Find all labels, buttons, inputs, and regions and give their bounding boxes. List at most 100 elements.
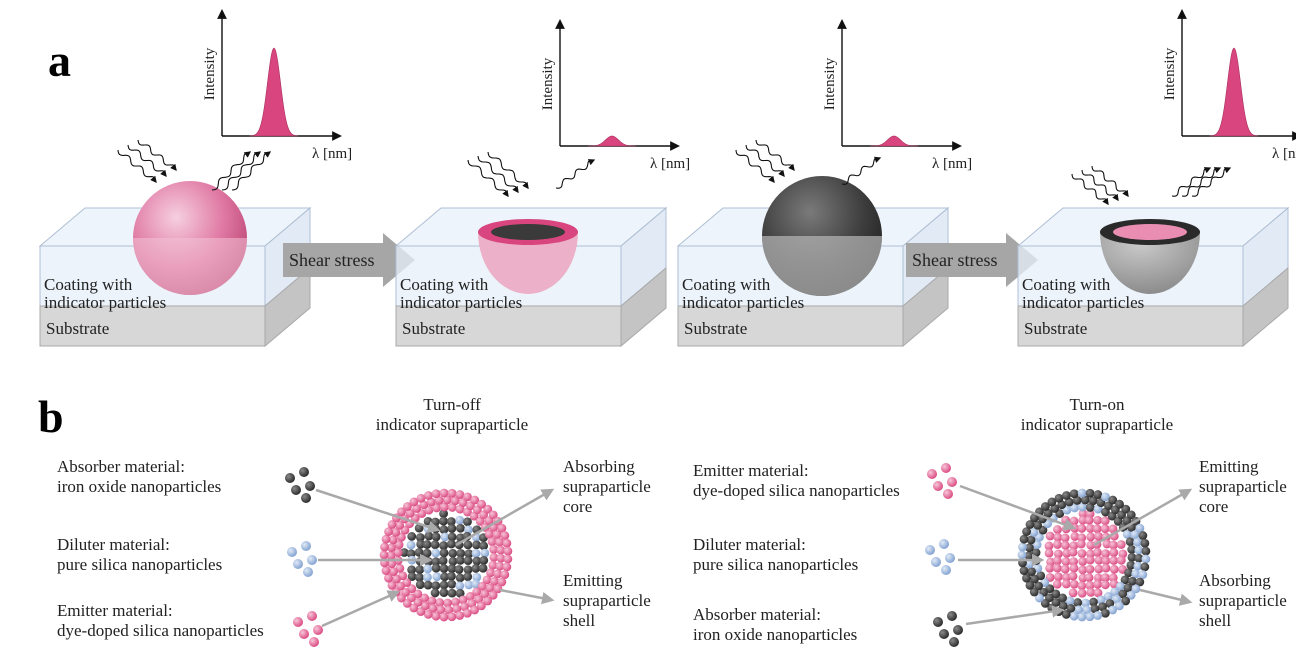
right-absorber-cluster (933, 611, 963, 647)
shell-bead (1089, 597, 1098, 607)
left-diluter-cluster-bead-1 (287, 547, 297, 557)
core-bead (439, 564, 449, 573)
shell-bead (439, 612, 449, 622)
right-core-arrow (1093, 488, 1193, 547)
shell-bead (384, 573, 393, 583)
x-axis-label: λ [nm] (312, 146, 352, 162)
shell-bead (1029, 513, 1039, 523)
core-bead (1116, 555, 1126, 565)
shell-bead (439, 488, 449, 498)
core-bead (471, 564, 481, 573)
incoming-light-3-3 (755, 139, 795, 172)
shell-bead (465, 592, 475, 601)
shell-bead (1135, 577, 1145, 587)
coating-label-line-2: indicator particles (682, 293, 804, 312)
shell-bead (1078, 502, 1087, 512)
shell-bead (462, 608, 472, 618)
left-diluter-cluster-bead-2 (301, 541, 311, 551)
shear-stress-label: Shear stress (912, 250, 997, 270)
shell-bead (1122, 529, 1132, 539)
core-bead (456, 523, 465, 533)
core-bead (455, 581, 465, 591)
shell-bead (1085, 503, 1095, 512)
core-bead (1101, 549, 1110, 558)
shell-bead (1126, 590, 1136, 600)
right-emitter-label-line-2: dye-doped silica nanoparticles (693, 481, 900, 500)
shell-bead (389, 567, 398, 577)
shell-bead (424, 491, 433, 500)
turn-on-title-line-1: Turn-on (1069, 395, 1125, 414)
shell-bead (497, 523, 507, 533)
supraparticle-shell (379, 488, 513, 622)
shell-bead (381, 534, 391, 544)
shear-stress-arrow-2: Shear stress (906, 233, 1038, 287)
core-bead (1109, 540, 1118, 550)
core-bead (1052, 579, 1062, 589)
shell-bead (489, 576, 499, 586)
core-bead (1060, 564, 1070, 574)
shell-bead (1093, 611, 1103, 620)
shell-bead (502, 538, 512, 548)
core-bead (455, 573, 465, 583)
shell-bead (1081, 598, 1090, 608)
core-bead (1053, 525, 1062, 534)
core-bead (1101, 556, 1111, 566)
half-shell-dark-interior (491, 224, 565, 240)
shell-bead (1017, 550, 1027, 560)
core-bead (464, 549, 474, 559)
shell-bead (1126, 560, 1136, 570)
core-bead (1108, 524, 1118, 534)
core-bead (1077, 588, 1087, 598)
shell-bead (1029, 587, 1039, 597)
right-shell-label-line-3: shell (1199, 611, 1231, 630)
core-bead (439, 580, 449, 590)
shell-bead (444, 605, 454, 615)
shell-bead (463, 492, 472, 502)
core-bead (423, 580, 433, 590)
substrate-label: Substrate (402, 319, 465, 338)
turn-on-supraparticle (1017, 488, 1151, 622)
core-bead (463, 517, 472, 527)
substrate-front-face (677, 305, 904, 347)
core-bead (439, 509, 448, 518)
shell-bead (492, 530, 502, 540)
core-bead (422, 540, 432, 549)
shell-bead (1022, 573, 1031, 583)
shell-bead (1072, 496, 1082, 505)
core-bead (1068, 547, 1078, 557)
core-bead (455, 555, 465, 565)
right-diluter-cluster-bead-5 (941, 565, 951, 575)
shell-bead (1127, 576, 1137, 586)
shell-bead (493, 569, 503, 579)
left-emitter-cluster-bead-1 (293, 617, 303, 627)
right-shell-arrow (1139, 588, 1193, 606)
right-diluter-cluster-bead-4 (931, 557, 941, 567)
shell-bead (428, 604, 438, 613)
right-absorber-label-line-2: iron oxide nanoparticles (693, 625, 857, 644)
core-bead (1062, 573, 1071, 582)
shell-bead (436, 605, 446, 615)
core-bead (1053, 556, 1062, 566)
core-bead (1068, 588, 1078, 598)
core-bead (456, 548, 466, 558)
shell-bead (1140, 538, 1150, 548)
coating-label-line-1: Coating with (44, 275, 133, 294)
core-bead (1069, 541, 1079, 551)
shell-bead (387, 543, 396, 553)
core-bead (1044, 541, 1054, 551)
shell-bead (1118, 589, 1128, 599)
shell-bead (470, 605, 479, 615)
core-bead (471, 549, 481, 558)
shell-bead (416, 607, 426, 617)
core-bead (1094, 564, 1104, 574)
shell-bead (388, 535, 398, 545)
half-shell-body (1100, 232, 1200, 294)
emission-peak (588, 135, 636, 147)
substrate-side-face (902, 266, 949, 348)
left-emitter-cluster-bead-3 (313, 625, 323, 635)
core-bead (463, 540, 473, 550)
left-emitter-cluster-bead-4 (299, 629, 309, 639)
